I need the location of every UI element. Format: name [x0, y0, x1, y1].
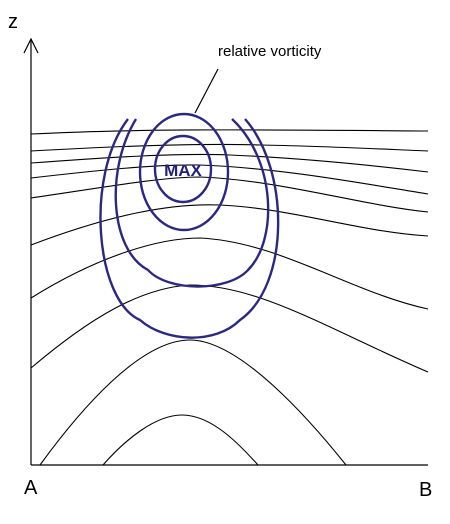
vorticity-contour-outer	[99, 118, 280, 339]
isentrope-4	[30, 164, 429, 195]
z-axis-arrowhead	[23, 37, 39, 54]
isentrope-3	[30, 153, 429, 173]
isentrope-10	[102, 414, 259, 466]
vorticity-contour-core	[153, 134, 213, 204]
vorticity-contour-inner	[138, 112, 230, 232]
relative-vorticity-label: relative vorticity	[218, 43, 322, 60]
max-label: MAX	[164, 161, 202, 180]
isentrope-6	[30, 204, 429, 246]
z-axis-label: z	[8, 11, 18, 33]
isentrope-9	[39, 339, 347, 466]
isentropes	[30, 129, 429, 466]
isentrope-8	[30, 284, 429, 373]
axes	[23, 37, 428, 466]
point-b-label: B	[419, 479, 432, 501]
isentrope-2	[30, 143, 429, 152]
isentrope-1	[30, 129, 429, 135]
vorticity-contour-middle	[114, 118, 270, 288]
isentrope-7	[30, 237, 429, 310]
annotation-pointer-line	[194, 68, 219, 114]
vorticity-contours	[99, 112, 280, 339]
isentrope-5	[30, 176, 429, 213]
point-a-label: A	[24, 477, 38, 499]
